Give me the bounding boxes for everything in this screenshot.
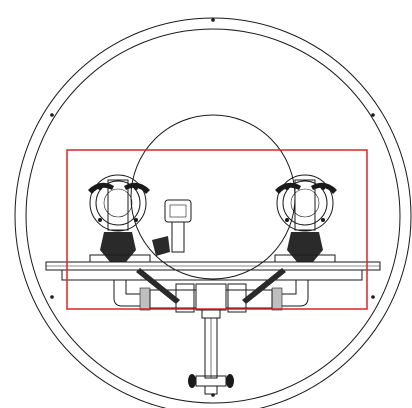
left-bolt (98, 186, 102, 190)
left-bolt (98, 218, 102, 222)
left-elbow-inner (125, 280, 140, 295)
left-flange-outer (89, 174, 147, 232)
highlight-box (66, 149, 368, 310)
left-bolt (134, 186, 138, 190)
right-bolt (285, 186, 289, 190)
bolt-holes (50, 18, 375, 397)
left-base (89, 254, 151, 263)
mounting-plate (45, 261, 381, 281)
right-flange-outer (276, 174, 334, 232)
right-base (274, 254, 336, 263)
right-bolt (321, 186, 325, 190)
right-flange-inner (282, 180, 328, 226)
right-valve-stem (294, 179, 316, 231)
right-bolt (321, 218, 325, 222)
bolt-hole (371, 113, 375, 117)
outer-ring (14, 17, 412, 408)
left-lower-body (100, 232, 136, 262)
right-handle (275, 182, 301, 194)
right-elbow-inner (282, 280, 297, 295)
left-actuator-stem (171, 221, 185, 253)
right-bolt (285, 218, 289, 222)
inner-ring (25, 28, 401, 404)
left-flange-inner (95, 180, 141, 226)
left-actuator-cap (169, 204, 187, 218)
right-brace (242, 268, 286, 304)
bolt-hole (211, 18, 215, 22)
wheel-left (188, 374, 196, 388)
left-handle-right (124, 182, 150, 194)
right-flange-core (290, 188, 320, 218)
wheel-right (226, 374, 234, 388)
left-actuator-dark (152, 236, 170, 256)
right-handle-right (311, 182, 337, 194)
bolt-hole (50, 113, 54, 117)
left-valve-stem (107, 179, 129, 231)
right-union (271, 287, 283, 311)
bolt-hole (371, 295, 375, 299)
left-valve-assembly (88, 174, 192, 263)
drop-pipe-flange (201, 309, 221, 319)
right-elbow (282, 280, 309, 307)
left-bolt (134, 218, 138, 222)
bolt-hole (50, 295, 54, 299)
left-elbow (113, 280, 140, 307)
left-handle (88, 182, 114, 194)
left-union (139, 287, 151, 311)
drop-pipe-tip (204, 385, 218, 395)
right-lower-body (287, 232, 323, 262)
plate-lower (61, 269, 363, 281)
right-valve-assembly (274, 174, 337, 263)
left-actuator (164, 199, 192, 223)
left-brace (136, 268, 180, 304)
center-tee (195, 283, 227, 311)
left-flange-core (103, 188, 133, 218)
piping (113, 268, 309, 395)
